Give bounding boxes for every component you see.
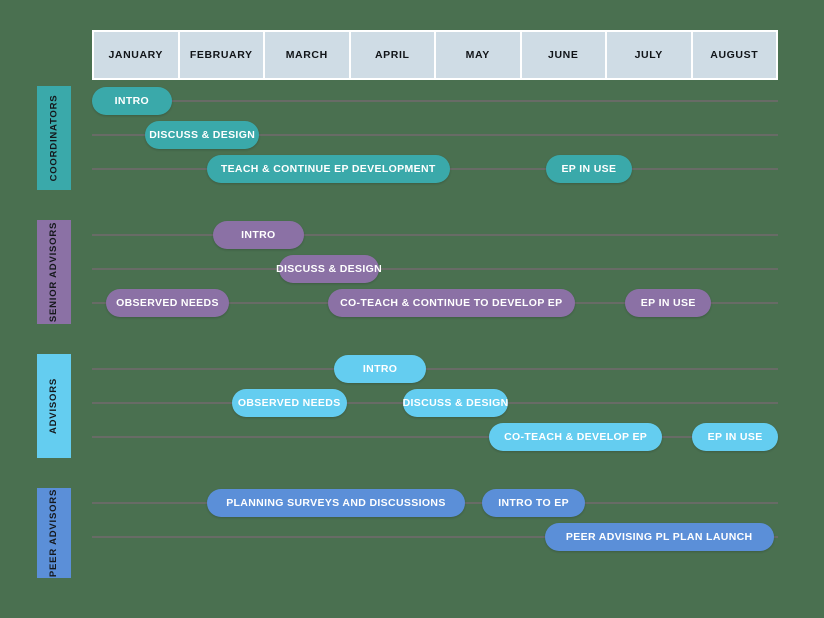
timeline-lane: OBSERVED NEEDS CO-TEACH & CONTINUE TO DEV… xyxy=(92,288,778,318)
timeline-task-pill[interactable]: CO-TEACH & CONTINUE TO DEVELOP EP xyxy=(327,289,575,317)
timeline-task-pill[interactable]: PEER ADVISING PL PLAN LAUNCH xyxy=(544,523,774,551)
timeline-task-pill[interactable]: CO-TEACH & DEVELOP EP xyxy=(489,423,663,451)
lane-rail xyxy=(92,134,778,136)
timeline-task-pill[interactable]: DISCUSS & DESIGN xyxy=(145,121,260,149)
timeline-lane: TEACH & CONTINUE EP DEVELOPMENT EP IN USE xyxy=(92,154,778,184)
timeline-lane: PLANNING SURVEYS AND DISCUSSIONS INTRO TO… xyxy=(92,488,778,518)
month-header-cell-august: AUGUST xyxy=(692,30,778,80)
timeline-task-pill[interactable]: INTRO xyxy=(212,221,304,249)
group-tab-peer-advisors: PEER ADVISORS xyxy=(37,488,71,578)
month-header-cell-january: JANUARY xyxy=(92,30,180,80)
timeline-lane: DISCUSS & DESIGN xyxy=(92,254,778,284)
timeline-task-pill[interactable]: OBSERVED NEEDS xyxy=(231,389,347,417)
lane-rail xyxy=(92,436,778,438)
group-tab-advisors: ADVISORS xyxy=(37,354,71,458)
group-tab-senior-advisors: SENIOR ADVISORS xyxy=(37,220,71,324)
lane-rail xyxy=(92,536,778,538)
group-tab-coordinators: COORDINATORS xyxy=(37,86,71,190)
timeline-task-pill[interactable]: INTRO xyxy=(333,355,427,383)
timeline-task-pill[interactable]: EP IN USE xyxy=(625,289,712,317)
timeline-task-pill[interactable]: OBSERVED NEEDS xyxy=(105,289,230,317)
timeline-task-pill[interactable]: EP IN USE xyxy=(545,155,633,183)
timeline-task-pill[interactable]: TEACH & CONTINUE EP DEVELOPMENT xyxy=(206,155,450,183)
timeline-lane: CO-TEACH & DEVELOP EP EP IN USE xyxy=(92,422,778,452)
timeline-task-pill[interactable]: PLANNING SURVEYS AND DISCUSSIONS xyxy=(206,489,465,517)
lane-rail xyxy=(92,100,778,102)
lane-rail xyxy=(92,368,778,370)
month-header-cell-april: APRIL xyxy=(350,30,436,80)
month-header-row: JANUARY FEBRUARY MARCH APRIL MAY JUNE JU… xyxy=(92,30,778,80)
group-tab-label-advisors: ADVISORS xyxy=(48,377,59,435)
timeline-task-pill[interactable]: INTRO TO EP xyxy=(482,489,586,517)
timeline-lane: INTRO xyxy=(92,86,778,116)
group-tab-label-coordinators: COORDINATORS xyxy=(48,94,59,182)
timeline-task-pill[interactable]: INTRO xyxy=(92,87,172,115)
month-header-cell-february: FEBRUARY xyxy=(179,30,265,80)
timeline-task-pill[interactable]: DISCUSS & DESIGN xyxy=(403,389,508,417)
group-tab-label-peer-advisors: PEER ADVISORS xyxy=(48,488,59,578)
timeline-task-pill[interactable]: DISCUSS & DESIGN xyxy=(276,255,382,283)
month-header-cell-march: MARCH xyxy=(265,30,351,80)
timeline-lane: INTRO xyxy=(92,220,778,250)
month-header-cell-june: JUNE xyxy=(521,30,607,80)
timeline-task-pill[interactable]: EP IN USE xyxy=(692,423,778,451)
timeline-lane: INTRO xyxy=(92,354,778,384)
month-header-cell-may: MAY xyxy=(436,30,522,80)
lane-rail xyxy=(92,234,778,236)
timeline-lane: PEER ADVISING PL PLAN LAUNCH xyxy=(92,522,778,552)
month-header-cell-july: JULY xyxy=(607,30,693,80)
timeline-lane: OBSERVED NEEDS DISCUSS & DESIGN xyxy=(92,388,778,418)
lane-rail xyxy=(92,268,778,270)
timeline-lane: DISCUSS & DESIGN xyxy=(92,120,778,150)
group-tab-label-senior-advisors: SENIOR ADVISORS xyxy=(48,221,59,323)
